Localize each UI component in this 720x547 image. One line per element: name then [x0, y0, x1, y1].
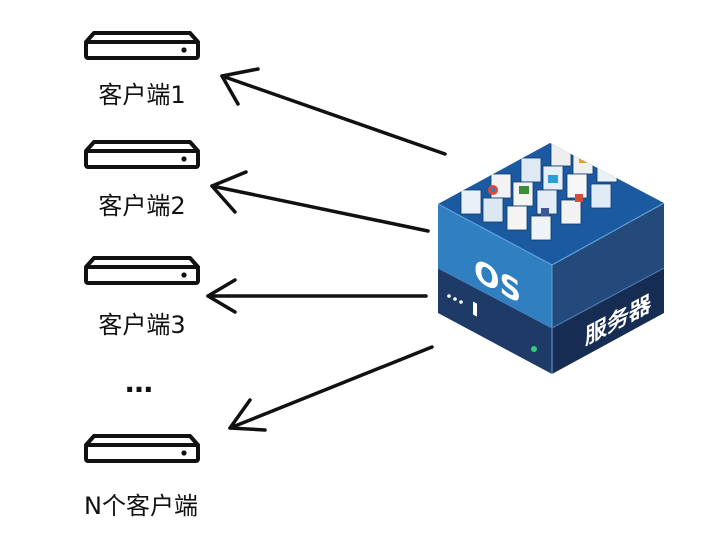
client-3-device-icon — [84, 256, 200, 285]
client-2-device-icon — [84, 140, 200, 169]
server-base-left — [438, 268, 552, 374]
server-base-right — [552, 268, 664, 374]
client-3: 客户端3 — [84, 256, 200, 339]
client-1-label: 客户端1 — [98, 81, 185, 109]
client-1: 客户端1 — [84, 31, 200, 109]
client-2-label: 客户端2 — [98, 192, 185, 220]
arrow-to-client-2 — [210, 170, 430, 233]
arrow-to-client-3 — [206, 278, 428, 314]
ellipsis: … — [125, 366, 153, 399]
server-status-indicator — [447, 294, 477, 317]
client-3-label: 客户端3 — [98, 311, 185, 339]
client-n-device-icon — [84, 434, 200, 463]
client-n: N个客户端 — [84, 434, 200, 520]
server-right-face — [552, 203, 664, 328]
power-led-icon — [531, 346, 537, 352]
client-2: 客户端2 — [84, 140, 200, 220]
client-n-label: N个客户端 — [84, 492, 198, 520]
arrow-to-client-n — [228, 345, 434, 432]
server: OS 服务器 — [437, 143, 665, 374]
app-windows-icon — [460, 143, 618, 241]
arrow-to-client-1 — [220, 67, 447, 156]
server-left-face — [438, 204, 552, 328]
client-1-device-icon — [84, 31, 200, 60]
